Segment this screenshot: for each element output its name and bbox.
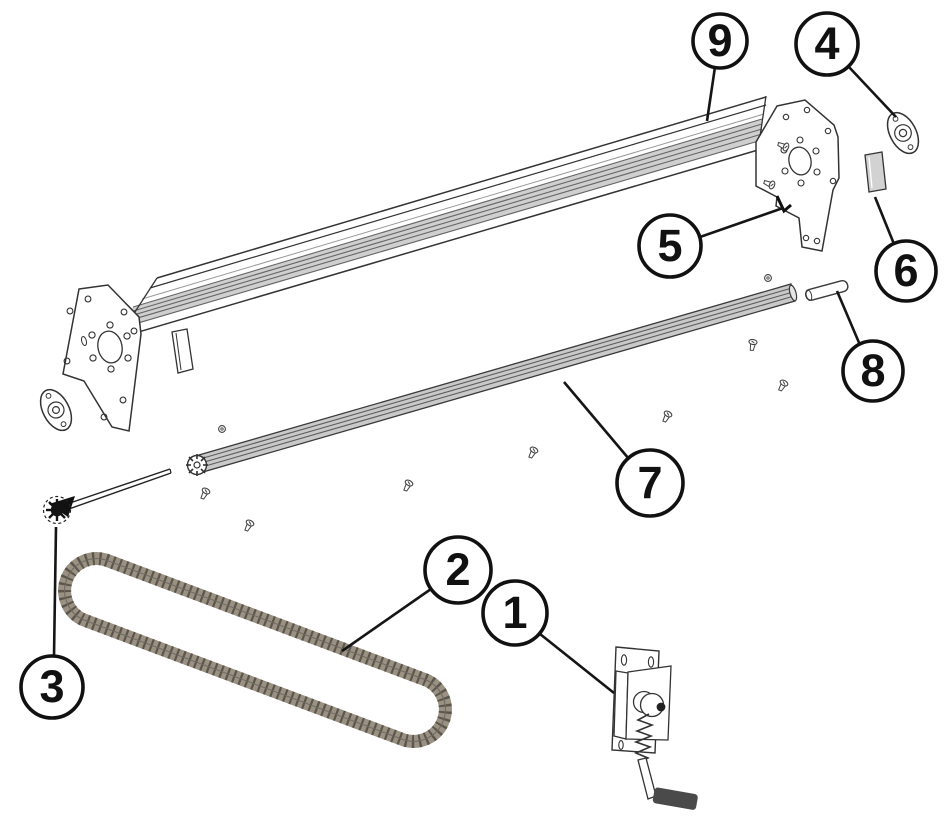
part-top-rail [117,95,767,339]
callout-7-number: 7 [637,457,662,508]
callout-9-number: 9 [707,15,732,66]
callout-4: 4 [794,11,860,77]
tube-spline-end [186,454,208,476]
leader-line-3 [52,526,58,657]
leader-line-2 [341,587,432,653]
callout-5: 5 [637,213,703,279]
part-oval-bearing-flange [886,111,920,155]
callout-1: 1 [481,579,549,647]
left-oval-bearing-flange [39,388,73,432]
callout-9: 9 [691,12,749,70]
callout-6-number: 6 [893,245,918,296]
callout-3: 3 [19,654,85,720]
crank-handle-grip [652,787,698,810]
crank-handle-rod [637,757,657,800]
callout-6: 6 [874,239,938,303]
callout-8-number: 8 [860,345,885,396]
crank-spring [633,713,655,763]
callout-4-number: 4 [814,18,839,69]
leader-line-5 [699,206,784,239]
left-spacer-block [171,328,194,374]
leader-line-8 [835,290,862,346]
callout-2-number: 2 [445,544,470,595]
callout-7: 7 [615,448,685,518]
part-roller-end-pin [805,279,849,301]
leader-line-4 [847,65,897,118]
part-drive-chain-loop [58,552,452,748]
callouts: 9 4 5 6 8 7 2 1 [19,11,938,720]
callout-1-number: 1 [502,587,527,638]
part-rod-with-sprocket [42,468,172,525]
callout-8: 8 [841,339,905,403]
left-end-mounting-plate [62,284,142,432]
part-spacer-block [864,151,887,193]
sprocket-gear [42,495,72,525]
callout-5-number: 5 [657,220,682,271]
callout-3-number: 3 [39,661,64,712]
leader-line-7 [563,381,630,460]
leader-lines [52,65,897,695]
crank-shaft-end [656,702,666,712]
leader-line-9 [705,66,717,122]
part-fluted-roller-tube [186,283,798,476]
leader-line-6 [873,196,896,245]
part-crank-gearbox [611,646,698,810]
callout-2: 2 [423,535,493,605]
leader-line-1 [539,632,615,695]
part-end-mounting-plate [755,99,840,252]
